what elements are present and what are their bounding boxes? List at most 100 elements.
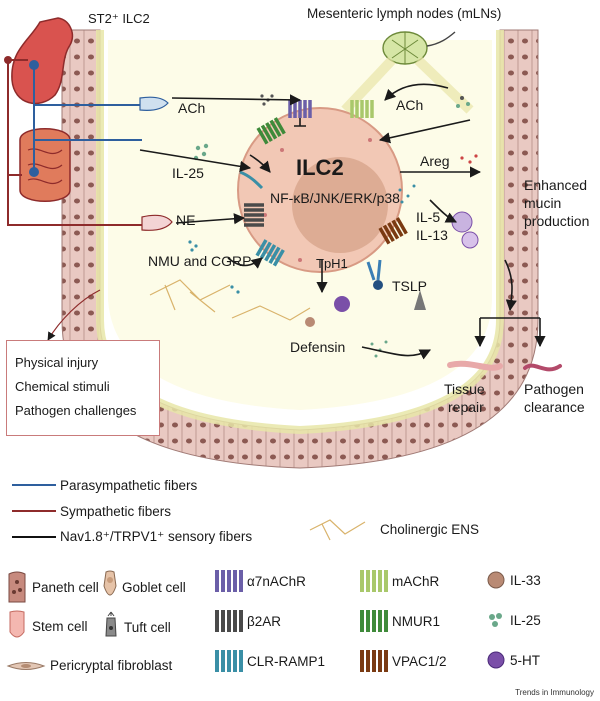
il33-molecule <box>305 317 315 327</box>
sympathetic-node <box>4 56 12 64</box>
legend-stem-cell: Stem cell <box>6 610 88 642</box>
tph1-label: TpH1 <box>316 256 348 271</box>
ilc2-cell <box>237 107 403 273</box>
parasympathetic-route <box>33 65 142 175</box>
fiber-legend-label: Nav1.8⁺/TRPV1⁺ sensory fibers <box>60 529 253 544</box>
legend-label: VPAC1/2 <box>392 653 447 669</box>
pathogen-label-2: clearance <box>524 399 585 415</box>
goblet-cell-icon <box>103 570 117 596</box>
il25-label: IL-25 <box>172 165 204 181</box>
fiber-legend-label: Parasympathetic fibers <box>60 477 198 493</box>
legend-machr: mAChR <box>358 566 439 596</box>
ach-right-label: ACh <box>396 97 423 113</box>
lymph-node-icon <box>382 31 456 65</box>
legend-label: 5-HT <box>510 652 540 668</box>
legend-label: α7nAChR <box>247 573 306 589</box>
tissue-label-2: repair <box>448 399 484 415</box>
il25-receptor <box>239 170 264 190</box>
cholinergic-ens <box>149 279 311 321</box>
legend-label: IL-25 <box>510 612 541 628</box>
il5-il13-molecules <box>398 184 416 204</box>
legend-beta2ar: β2AR <box>213 606 281 636</box>
tuft-cell-icon <box>105 611 117 637</box>
legend-clr-ramp1: CLR-RAMP1 <box>213 646 325 676</box>
fiber-legend-label: Sympathetic fibers <box>60 503 172 519</box>
st2-ilc2-label: ST2⁺ ILC2 <box>88 11 150 26</box>
legend-vpac: VPAC1/2 <box>358 646 447 676</box>
trigger-item: Physical injury <box>15 355 99 370</box>
serotonin-icon <box>487 651 505 669</box>
legend-label: Paneth cell <box>32 579 99 595</box>
defensin-label: Defensin <box>290 339 345 355</box>
vagus-node-intestine <box>29 167 39 177</box>
pathogen-icon <box>523 363 562 372</box>
machr-icon <box>360 570 388 592</box>
il33-icon <box>487 571 505 589</box>
parasympathetic-line <box>12 484 56 486</box>
legend-il25: IL-25 <box>486 610 541 630</box>
signal-arrows <box>139 83 546 360</box>
mln-label: Mesenteric lymph nodes (mLNs) <box>307 6 501 21</box>
fiber-legend-item: Parasympathetic fibers <box>12 472 312 498</box>
triggers-box: Physical injury Chemical stimuli Pathoge… <box>6 340 160 436</box>
ach-terminal-icon <box>139 96 169 111</box>
ne-label: NE <box>176 212 195 228</box>
trigger-item: Chemical stimuli <box>15 379 110 394</box>
il13-label: IL-13 <box>416 227 448 243</box>
nmu-cgrp-label: NMU and CGRP <box>148 253 251 269</box>
vpac-receptor <box>378 217 408 245</box>
legend-goblet-cell: Goblet cell <box>102 570 186 604</box>
tslp-label: TSLP <box>392 278 427 294</box>
machr-receptor <box>350 100 374 118</box>
intestine-icon <box>19 128 71 202</box>
alpha7nachr-receptor <box>288 100 312 127</box>
pathogen-label-1: Pathogen <box>524 381 584 397</box>
legend-label: CLR-RAMP1 <box>247 653 326 669</box>
ilc2-label: ILC2 <box>296 155 344 180</box>
areg-label: Areg <box>420 153 450 169</box>
legend-alpha7nachr: α7nAChR <box>213 566 306 596</box>
nmur1-icon <box>360 610 388 632</box>
enhanced-label-1: Enhanced <box>524 177 587 193</box>
tissue-label-1: Tissue <box>444 381 485 397</box>
stomach-icon <box>11 17 74 105</box>
alpha7nachr-icon <box>215 570 243 592</box>
tuft-cell-in-wall <box>414 290 426 310</box>
clr-ramp1-icon <box>215 650 243 672</box>
trigger-item: Pathogen challenges <box>15 403 137 418</box>
legend-5ht: 5-HT <box>486 650 540 670</box>
il25-icon <box>489 613 502 627</box>
legend-label: Stem cell <box>32 618 88 634</box>
legend-nmur1: NMUR1 <box>358 606 440 636</box>
fibroblast-icon <box>6 661 46 670</box>
sensory-line <box>12 536 56 538</box>
stem-cell-icon <box>9 610 25 638</box>
il5-label: IL-5 <box>416 209 440 225</box>
tissue-repair-icon <box>447 360 503 371</box>
ne-terminal-icon <box>141 214 173 231</box>
clr-ramp1-receptor <box>255 239 285 267</box>
beta2ar-receptor <box>244 203 264 227</box>
legend-il33: IL-33 <box>486 570 541 590</box>
legend-label: IL-33 <box>510 572 541 588</box>
legend-label: β2AR <box>247 613 282 629</box>
enhanced-label-2: mucin <box>524 195 561 211</box>
legend-label: Tuft cell <box>124 619 171 635</box>
ens-legend-label: Cholinergic ENS <box>380 522 479 537</box>
nmur1-receptor <box>256 117 286 145</box>
areg-molecules <box>460 154 478 164</box>
legend-label: NMUR1 <box>392 613 441 629</box>
paneth-cell-icon <box>8 571 26 603</box>
legend-fibroblast: Pericryptal fibroblast <box>6 658 172 673</box>
ach-left-label: ACh <box>178 100 205 116</box>
beta2ar-icon <box>215 610 243 632</box>
tslp-receptor <box>366 259 383 290</box>
ens-legend-icon <box>309 519 366 541</box>
pathway-label: NF-κB/JNK/ERK/p38 <box>270 190 400 206</box>
vpac-icon <box>360 650 388 672</box>
sympathetic-line <box>12 510 56 512</box>
vagus-node-stomach <box>29 60 39 70</box>
nmu-cgrp-molecules <box>188 240 240 294</box>
serotonin-molecule <box>334 296 350 312</box>
legend-paneth-cell: Paneth cell <box>6 570 99 604</box>
